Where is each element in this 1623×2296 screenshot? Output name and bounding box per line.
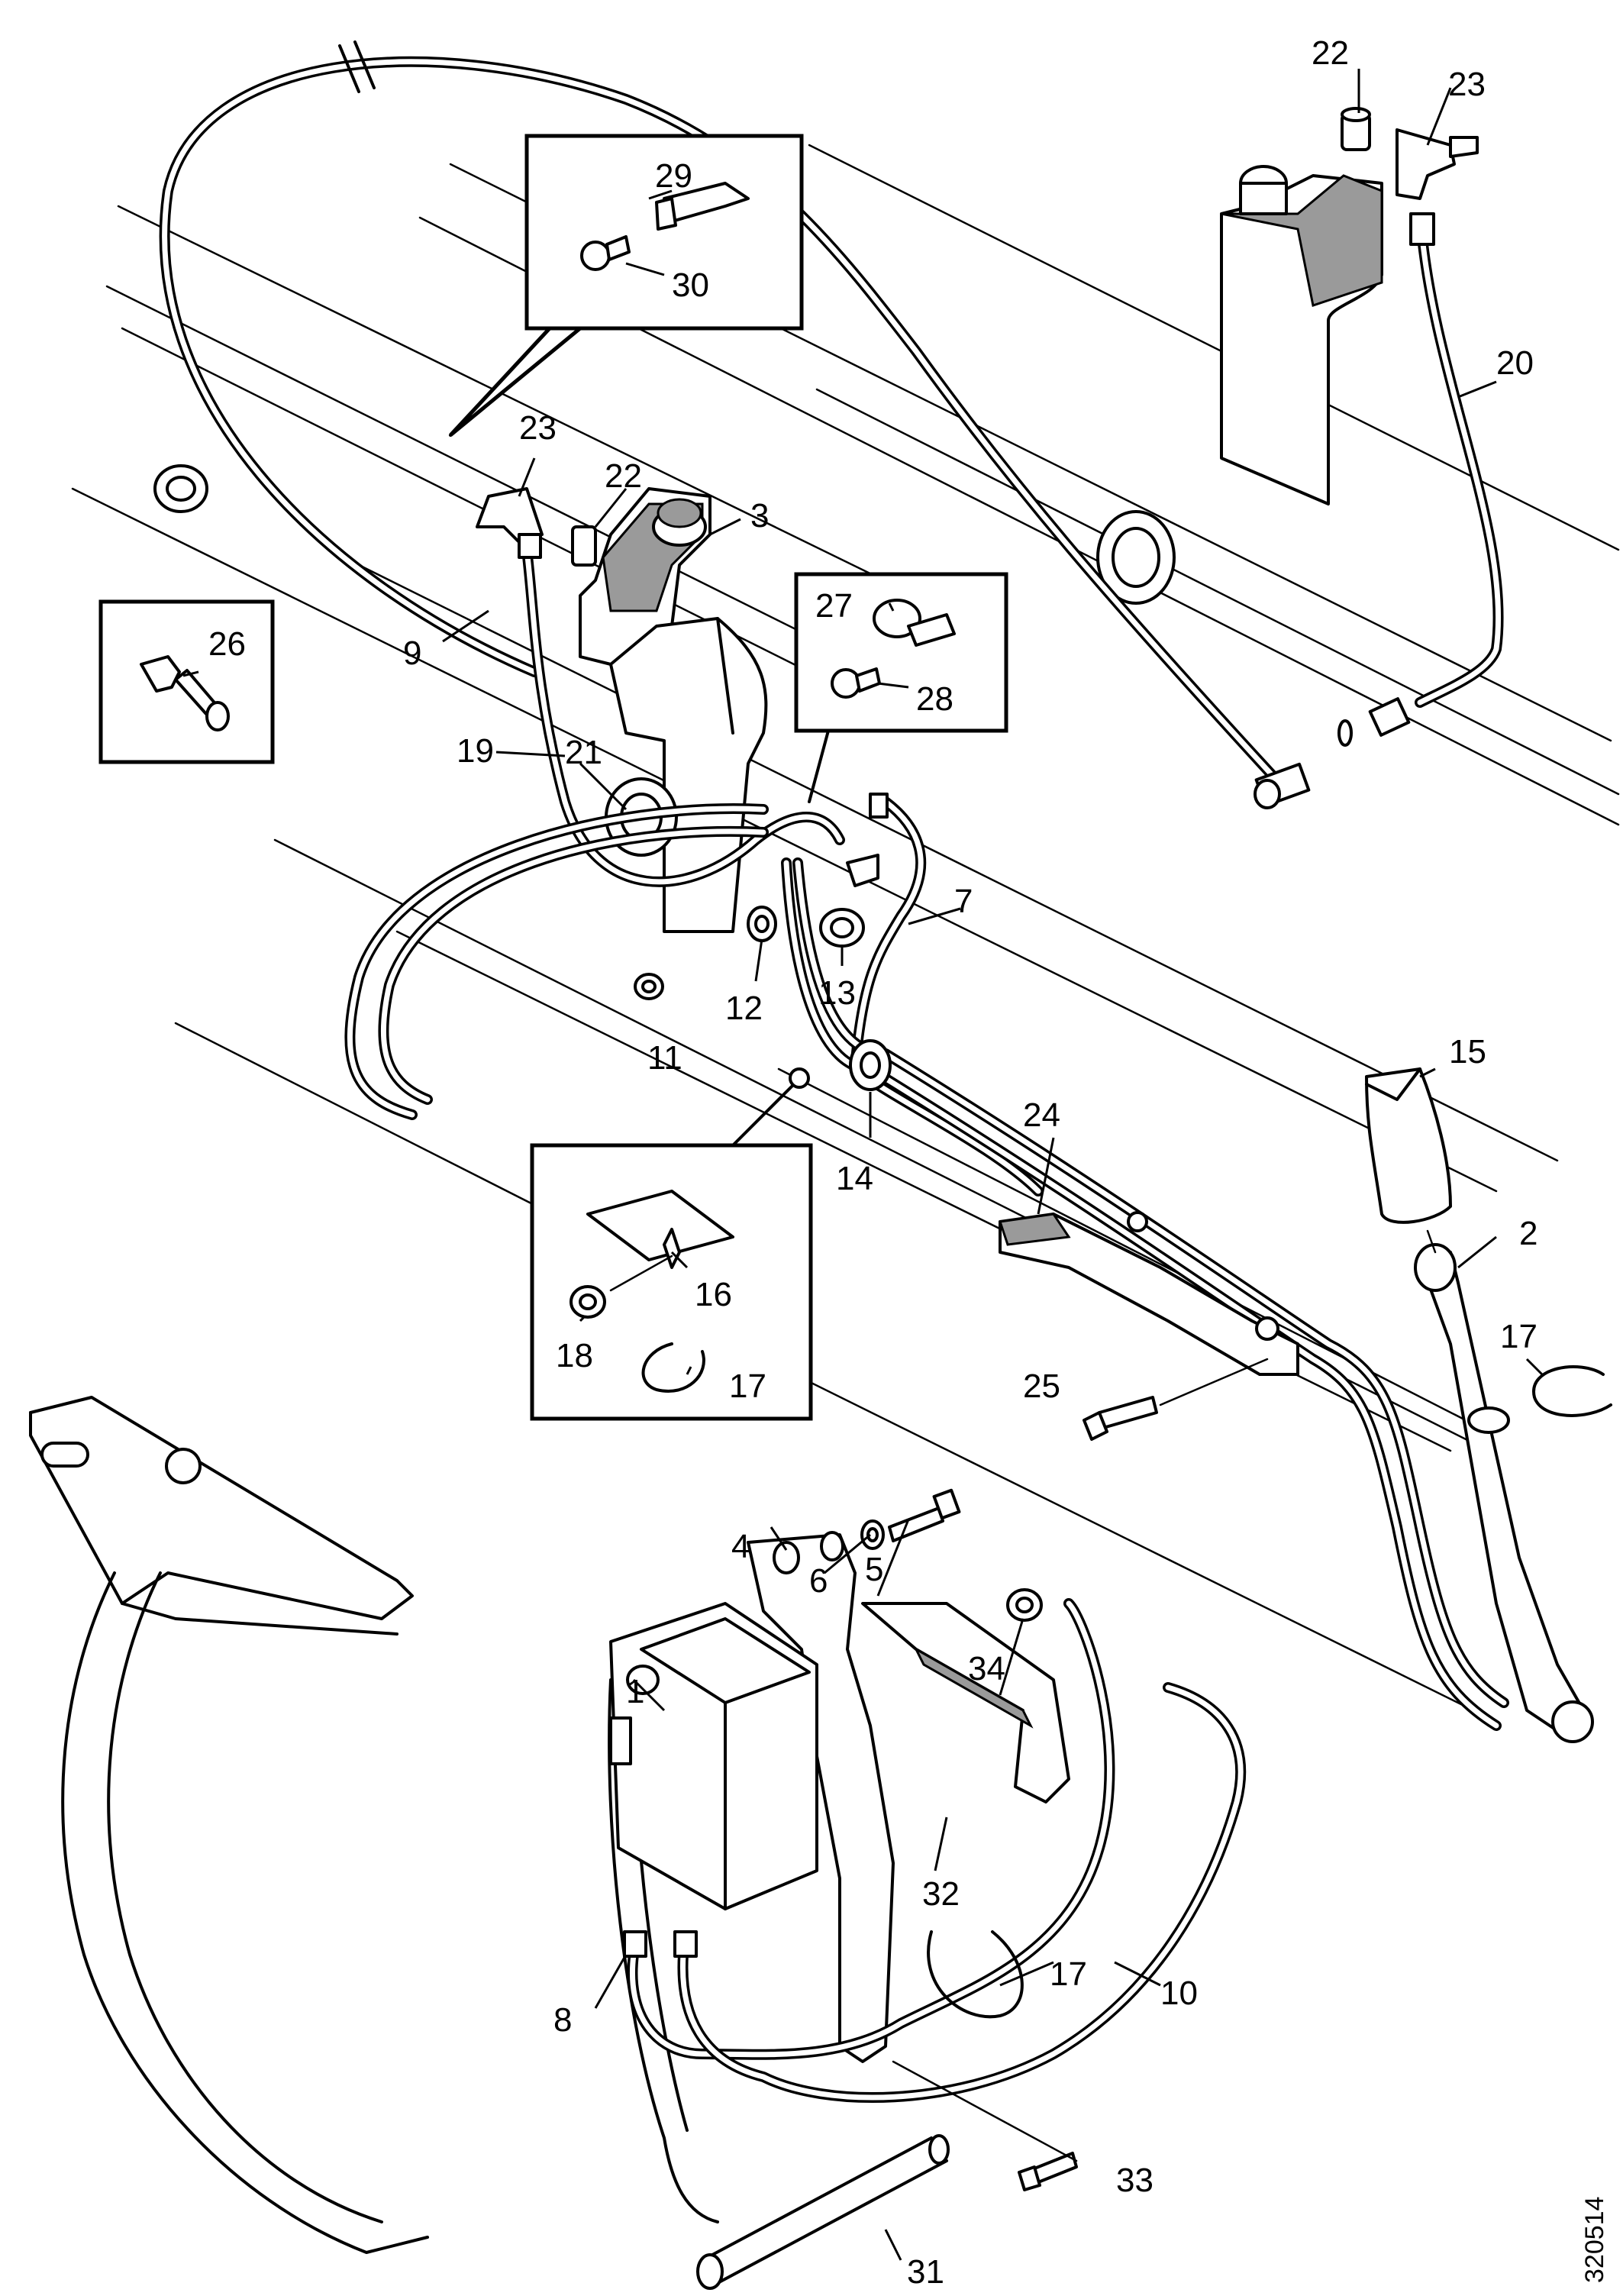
figure-number: 320514 bbox=[1580, 2197, 1609, 2283]
hose-loop-left bbox=[344, 803, 769, 1120]
retaining-ring-17-lower bbox=[927, 1930, 1024, 2019]
hose-9 bbox=[159, 40, 1288, 792]
hose-20 bbox=[1409, 212, 1504, 708]
callout-20: 20 bbox=[1496, 344, 1534, 382]
reservoir-bracket bbox=[605, 617, 768, 933]
callout-14: 14 bbox=[836, 1160, 873, 1197]
hose-7 bbox=[850, 796, 1044, 1196]
callout-18: 18 bbox=[556, 1337, 593, 1374]
detail-box-26 bbox=[98, 599, 275, 764]
callout-2: 2 bbox=[1519, 1215, 1537, 1252]
tee-fitting bbox=[846, 793, 889, 887]
callout-26: 26 bbox=[208, 625, 246, 663]
nut-11 bbox=[634, 973, 664, 1000]
fitting-23-left bbox=[476, 487, 544, 559]
callout-22-left: 22 bbox=[605, 457, 642, 495]
callout-12: 12 bbox=[725, 990, 763, 1027]
callout-23-left: 23 bbox=[519, 409, 557, 447]
reservoir-upper-right bbox=[1220, 165, 1383, 505]
callout-4: 4 bbox=[731, 1528, 750, 1565]
callout-7: 7 bbox=[954, 883, 973, 920]
callout-33: 33 bbox=[1116, 2162, 1154, 2199]
callout-3: 3 bbox=[750, 497, 769, 534]
sleeve-31 bbox=[696, 2134, 950, 2290]
detail-box-29-30 bbox=[449, 134, 804, 437]
hose-8-fitting bbox=[623, 1930, 647, 1958]
callout-17-right: 17 bbox=[1500, 1318, 1537, 1355]
callout-32: 32 bbox=[922, 1875, 960, 1913]
detail-box-16-17-18 bbox=[530, 1067, 813, 1421]
wheel-arch-frame bbox=[29, 1396, 719, 2254]
callout-24: 24 bbox=[1023, 1096, 1060, 1134]
leader-lines bbox=[182, 69, 1544, 2261]
rail-grommet-left bbox=[153, 464, 208, 513]
callout-19: 19 bbox=[457, 732, 494, 770]
callout-17-box: 17 bbox=[729, 1368, 766, 1405]
hose-10 bbox=[677, 1682, 1247, 2104]
callout-34: 34 bbox=[968, 1650, 1005, 1687]
callout-27: 27 bbox=[815, 587, 853, 625]
arm-2 bbox=[1414, 1229, 1594, 1743]
coupling-fitting-rail bbox=[1337, 697, 1411, 747]
callout-29: 29 bbox=[655, 157, 692, 195]
callout-23-upper: 23 bbox=[1448, 66, 1486, 103]
callout-5: 5 bbox=[865, 1551, 883, 1588]
pump-1 bbox=[609, 1602, 818, 1910]
callout-13: 13 bbox=[818, 974, 856, 1012]
washer-6 bbox=[860, 1519, 885, 1550]
callouts: 29 30 22 23 20 23 22 3 9 26 19 21 27 28 … bbox=[208, 34, 1537, 2291]
grommet-14 bbox=[849, 1039, 892, 1091]
callout-11: 11 bbox=[647, 1039, 682, 1077]
callout-30: 30 bbox=[672, 266, 709, 304]
bolt-25 bbox=[1083, 1358, 1269, 1441]
washer-12 bbox=[747, 906, 777, 942]
reservoir-3 bbox=[579, 487, 711, 666]
callout-1: 1 bbox=[626, 1673, 644, 1710]
grommet-13 bbox=[819, 908, 865, 948]
fitting-22-left bbox=[571, 525, 597, 567]
frame-rail bbox=[71, 144, 1620, 1712]
bolt-5 bbox=[888, 1488, 961, 1542]
callout-6: 6 bbox=[809, 1562, 828, 1600]
callout-31: 31 bbox=[907, 2253, 944, 2291]
hose-8 bbox=[627, 1598, 1115, 2060]
callout-10: 10 bbox=[1160, 1975, 1198, 2012]
callout-9: 9 bbox=[403, 635, 421, 672]
hose-10-fitting bbox=[673, 1930, 698, 1958]
hose-9-end-fitting bbox=[1254, 762, 1311, 809]
nut-34 bbox=[1006, 1588, 1043, 1622]
detail-box-27-28 bbox=[794, 572, 1008, 803]
boot-15 bbox=[1365, 1067, 1452, 1224]
bracket-32 bbox=[861, 1602, 1070, 1804]
callout-28: 28 bbox=[916, 680, 953, 718]
clamp-bar-24 bbox=[999, 1211, 1299, 1376]
fitting-22-upper bbox=[1341, 107, 1371, 151]
hose-19 bbox=[521, 544, 845, 887]
callout-15: 15 bbox=[1449, 1033, 1486, 1070]
fitting-23-upper bbox=[1396, 128, 1479, 200]
callout-8: 8 bbox=[553, 2001, 572, 2039]
callout-25: 25 bbox=[1023, 1368, 1060, 1405]
callout-21: 21 bbox=[565, 734, 602, 771]
retaining-ring-17-right bbox=[1532, 1365, 1612, 1417]
rail-grommet-right bbox=[1096, 510, 1176, 605]
callout-22-upper: 22 bbox=[1312, 34, 1349, 72]
callout-16: 16 bbox=[695, 1276, 732, 1313]
bolt-33 bbox=[892, 2060, 1078, 2191]
callout-17-lower: 17 bbox=[1050, 1955, 1087, 1993]
